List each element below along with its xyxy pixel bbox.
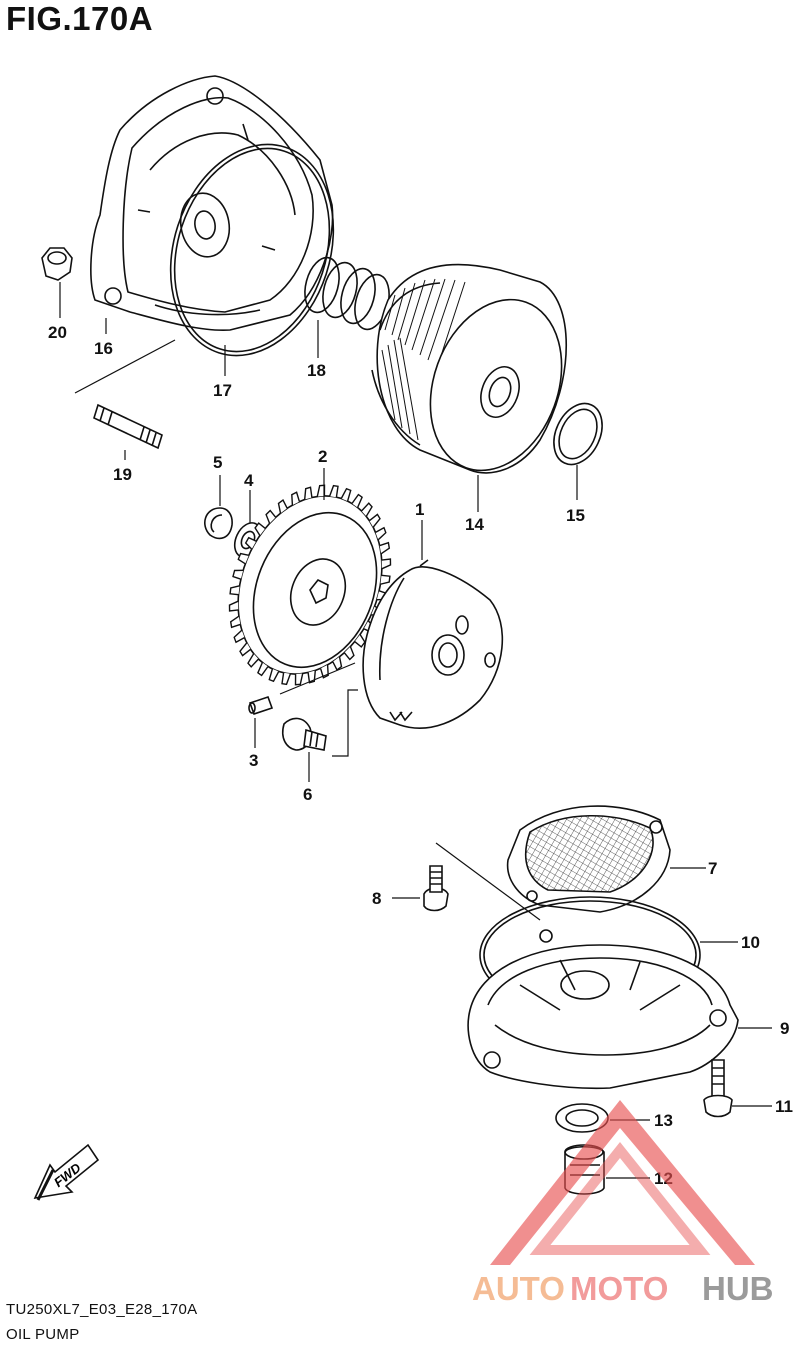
oil-sump-pan bbox=[467, 929, 739, 1090]
o-ring bbox=[169, 143, 335, 357]
gear-tooth bbox=[268, 668, 280, 683]
gear-tooth bbox=[233, 629, 245, 644]
gear-tooth bbox=[239, 642, 252, 657]
watermark-triangle-icon bbox=[490, 1100, 755, 1265]
gear-tooth bbox=[257, 662, 269, 677]
gear-tooth bbox=[294, 673, 304, 686]
stud-bolt bbox=[93, 403, 163, 450]
gear-tooth bbox=[277, 499, 288, 514]
dowel-pin bbox=[248, 695, 274, 716]
oil-strainer bbox=[506, 805, 671, 913]
leader-line bbox=[332, 689, 358, 757]
figure-code: TU250XL7_E03_E28_170A bbox=[6, 1301, 198, 1318]
callout-14: 14 bbox=[465, 515, 484, 534]
figure-title: FIG.170A bbox=[6, 0, 154, 37]
gear-tooth bbox=[332, 656, 343, 671]
gear-tooth bbox=[360, 502, 373, 517]
callout-10: 10 bbox=[741, 933, 760, 952]
gear-tooth bbox=[232, 569, 244, 580]
gear-tooth bbox=[381, 558, 392, 570]
gear-tooth bbox=[343, 646, 355, 661]
gear-tooth bbox=[244, 536, 257, 550]
watermark-logo: AUTO MOTO HUB bbox=[472, 1100, 774, 1307]
oil-pump-assembly bbox=[362, 559, 504, 729]
gear-tooth bbox=[328, 484, 339, 498]
callout-20: 20 bbox=[48, 323, 67, 342]
callout-18: 18 bbox=[307, 361, 326, 380]
callout-15: 15 bbox=[566, 506, 585, 525]
gear-tooth bbox=[340, 487, 352, 502]
gear-tooth bbox=[281, 672, 292, 686]
watermark-moto: MOTO bbox=[570, 1270, 668, 1307]
callout-3: 3 bbox=[249, 751, 258, 770]
callout-8: 8 bbox=[372, 889, 381, 908]
watermark-hub: HUB bbox=[702, 1270, 774, 1307]
gear-tooth bbox=[375, 526, 387, 541]
gear-tooth bbox=[254, 522, 266, 536]
callout-13: 13 bbox=[654, 1111, 673, 1130]
callout-5: 5 bbox=[213, 453, 222, 472]
circlip bbox=[204, 507, 233, 540]
callout-16: 16 bbox=[94, 339, 113, 358]
pan-bolt bbox=[703, 1059, 733, 1118]
oil-filter-cap bbox=[90, 75, 334, 332]
screw bbox=[281, 717, 327, 751]
callout-2: 2 bbox=[318, 447, 327, 466]
gear-tooth bbox=[380, 574, 391, 585]
nut bbox=[41, 247, 73, 281]
gear-tooth bbox=[354, 634, 366, 648]
callout-6: 6 bbox=[303, 785, 312, 804]
forward-arrow-icon: FWD bbox=[33, 1143, 100, 1201]
gear-tooth bbox=[265, 509, 277, 524]
callout-4: 4 bbox=[244, 471, 254, 490]
gear-tooth bbox=[247, 653, 260, 668]
gear-tooth bbox=[351, 493, 363, 508]
gear-tooth bbox=[368, 513, 381, 528]
leader-line bbox=[435, 842, 541, 921]
callout-7: 7 bbox=[708, 859, 717, 878]
callout-leaders bbox=[59, 282, 772, 1179]
gear-tooth bbox=[304, 486, 313, 500]
oil-filter bbox=[371, 263, 568, 474]
watermark-auto: AUTO bbox=[472, 1270, 565, 1307]
gear-tooth bbox=[237, 552, 249, 565]
callout-1: 1 bbox=[415, 500, 424, 519]
leader-line bbox=[74, 339, 176, 394]
callout-9: 9 bbox=[780, 1019, 789, 1038]
small-o-ring bbox=[553, 402, 603, 466]
gear-tooth bbox=[229, 615, 241, 629]
oil-pump-gear bbox=[228, 484, 392, 686]
bolt bbox=[423, 865, 449, 912]
leader-line bbox=[279, 662, 356, 695]
gear-tooth bbox=[228, 600, 239, 612]
gear-tooth bbox=[291, 491, 301, 506]
gear-tooth bbox=[229, 585, 240, 596]
gear-tooth bbox=[379, 541, 391, 555]
callout-19: 19 bbox=[113, 465, 132, 484]
figure-caption: OIL PUMP bbox=[6, 1326, 80, 1343]
callout-11: 11 bbox=[775, 1097, 793, 1116]
callout-17: 17 bbox=[213, 381, 232, 400]
